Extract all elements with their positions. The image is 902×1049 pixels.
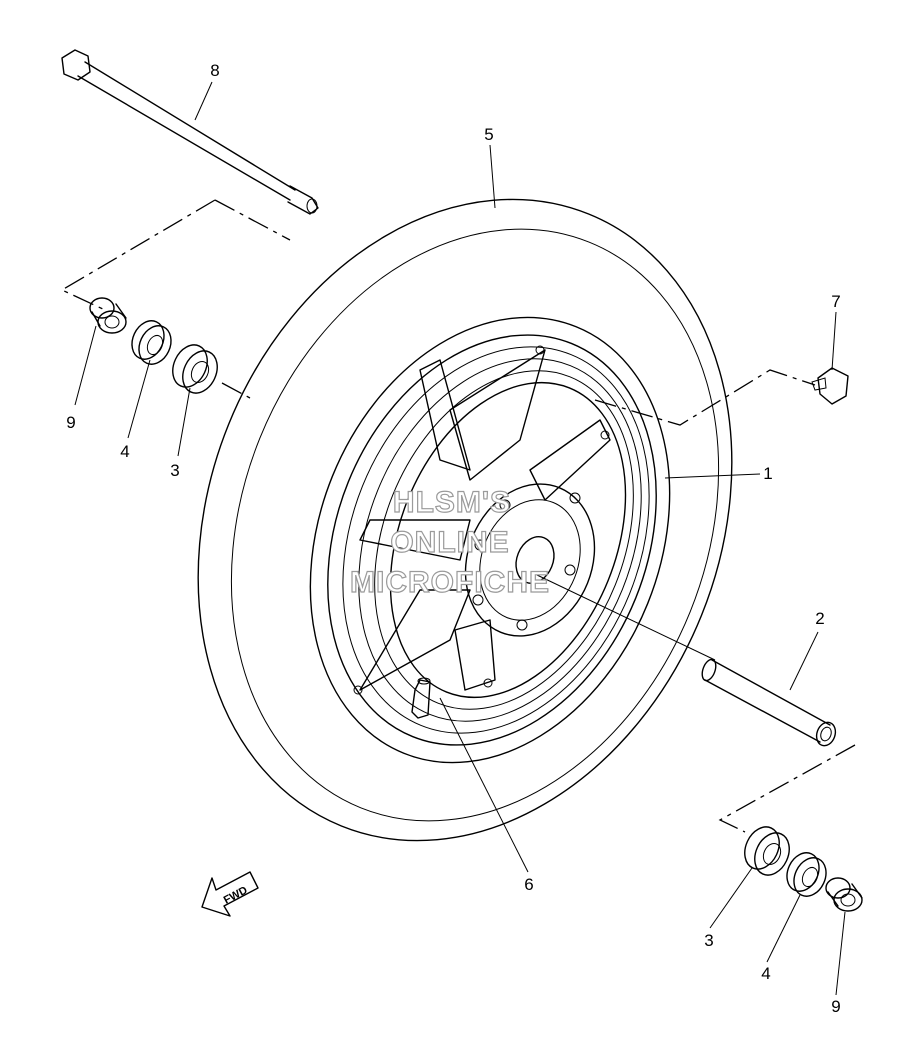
right-bearing <box>744 826 790 876</box>
label-axle: 8 <box>210 61 219 80</box>
label-left-bearing: 3 <box>170 461 179 480</box>
label-left-collar: 9 <box>66 413 75 432</box>
label-right-collar: 9 <box>831 997 840 1016</box>
label-spacer: 2 <box>815 609 824 628</box>
spacer <box>701 658 837 747</box>
label-wheel: 1 <box>763 464 772 483</box>
right-collar <box>825 877 863 912</box>
axle <box>61 49 319 215</box>
label-valve: 6 <box>524 875 533 894</box>
alignment-lines <box>60 199 856 833</box>
fwd-arrow: FWD <box>201 871 259 917</box>
clip <box>811 367 849 405</box>
fwd-text: FWD <box>222 884 250 906</box>
leader-lines <box>74 81 846 996</box>
left-collar <box>89 297 127 334</box>
wheel-spokes <box>359 349 611 691</box>
label-right-seal: 4 <box>761 964 770 983</box>
wheel-rim <box>327 334 657 746</box>
label-left-seal: 4 <box>120 442 129 461</box>
wheel-hub <box>353 345 610 695</box>
label-right-bearing: 3 <box>704 931 713 950</box>
watermark-line-2: ONLINE <box>390 526 509 559</box>
right-seal <box>786 852 827 897</box>
watermark-line-1: HLSM'S <box>393 486 511 519</box>
part-labels: 8 5 1 2 6 7 9 4 3 3 4 9 <box>66 61 840 1016</box>
watermark: HLSM'S ONLINE MICROFICHE <box>349 485 550 599</box>
label-clip: 7 <box>831 292 840 311</box>
left-bearing <box>172 344 218 394</box>
valve-stem <box>411 677 431 719</box>
label-tire: 5 <box>484 125 493 144</box>
tire <box>197 198 733 842</box>
watermark-line-3: MICROFICHE <box>350 566 550 599</box>
left-seal <box>131 320 172 365</box>
